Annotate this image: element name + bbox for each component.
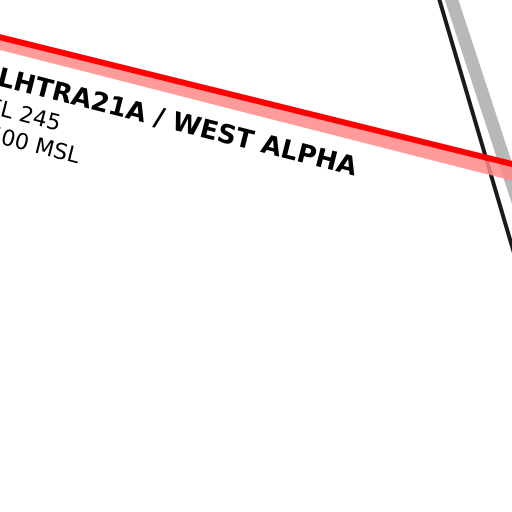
airspace-boundary [0, 34, 512, 181]
airspace-boundary-line [0, 34, 512, 168]
secondary-boundary-buffer [444, 0, 512, 205]
secondary-airspace-boundary [437, 0, 512, 254]
secondary-boundary-line [437, 0, 512, 254]
airspace-boundary-buffer [0, 36, 512, 181]
